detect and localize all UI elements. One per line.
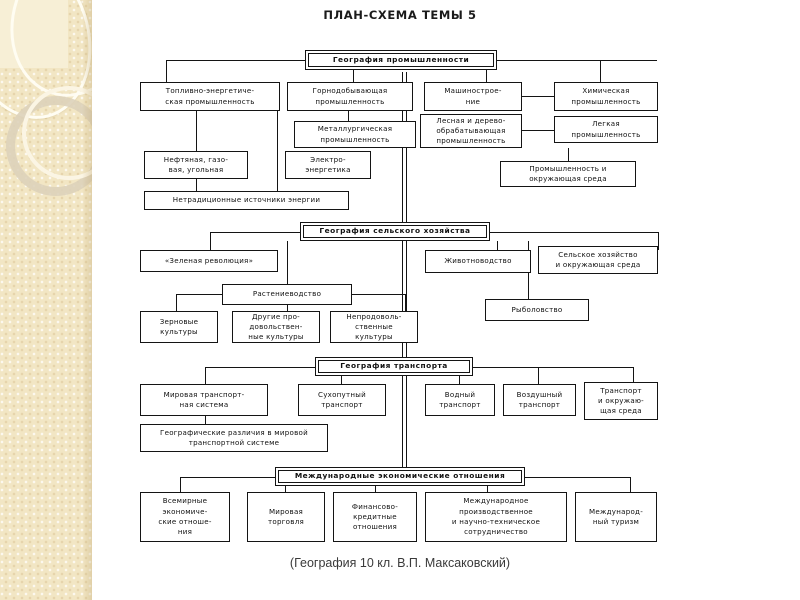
sidebar-edge-shading	[82, 0, 92, 600]
connector	[287, 305, 288, 311]
connector	[459, 376, 460, 384]
connector	[658, 232, 659, 250]
node-world-transport-system[interactable]: Мировая транспорт- ная система	[140, 384, 268, 416]
connector	[348, 111, 349, 121]
connector	[341, 376, 342, 384]
connector	[568, 148, 569, 161]
source-caption: (География 10 кл. В.П. Максаковский)	[289, 556, 511, 570]
connector	[285, 486, 286, 492]
node-industry-header[interactable]: География промышленности	[305, 50, 497, 70]
connector	[405, 294, 406, 311]
main-spine	[402, 72, 407, 468]
connector	[277, 111, 278, 191]
connector	[487, 486, 488, 492]
connector	[375, 486, 376, 492]
connector	[205, 416, 206, 424]
node-land-transport[interactable]: Сухопутный транспорт	[298, 384, 386, 416]
connector	[210, 232, 211, 250]
node-world-trade[interactable]: Мировая торговля	[247, 492, 325, 542]
node-plant-growing[interactable]: Растениеводство	[222, 284, 352, 305]
node-metallurgical-industry[interactable]: Металлургическая промышленность	[294, 121, 416, 148]
node-agriculture-and-environment[interactable]: Сельское хозяйство и окружающая среда	[538, 246, 658, 274]
connector	[352, 294, 405, 295]
node-forest-woodworking-industry[interactable]: Лесная и дерево- обрабатывающая промышле…	[420, 114, 522, 148]
connector	[486, 70, 487, 82]
node-financial-credit-relations[interactable]: Финансово- кредитные отношения	[333, 492, 417, 542]
connector	[166, 60, 305, 61]
node-international-tourism[interactable]: Международ- ный туризм	[575, 492, 657, 542]
node-geographic-differences-transport[interactable]: Географические различия в мировой трансп…	[140, 424, 328, 452]
connector	[210, 232, 300, 233]
node-mining-industry[interactable]: Горнодобывающая промышленность	[287, 82, 413, 111]
node-animal-husbandry[interactable]: Животноводство	[425, 250, 531, 273]
node-transport-and-environment[interactable]: Транспорт и окружаю- щая среда	[584, 382, 658, 420]
connector	[176, 294, 222, 295]
connector	[497, 60, 657, 61]
slide-decorative-sidebar	[0, 0, 92, 600]
node-oil-gas-coal[interactable]: Нефтяная, газо- вая, угольная	[144, 151, 248, 179]
connector	[473, 367, 633, 368]
connector	[525, 477, 630, 478]
connector	[196, 111, 197, 151]
node-non-food-crops[interactable]: Непродоволь- ственные культуры	[330, 311, 418, 343]
node-grain-crops[interactable]: Зерновые культуры	[140, 311, 218, 343]
sidebar-top-block	[0, 0, 68, 68]
page-title: ПЛАН-СХЕМА ТЕМЫ 5	[323, 8, 477, 22]
node-world-economic-relations[interactable]: Всемирные экономиче- ские отноше- ния	[140, 492, 230, 542]
node-other-food-crops[interactable]: Другие про- довольствен- ные культуры	[232, 311, 320, 343]
ring-highlight-icon	[22, 86, 92, 180]
node-green-revolution[interactable]: «Зеленая революция»	[140, 250, 278, 272]
node-economic-relations-header[interactable]: Международные экономические отношения	[275, 467, 525, 486]
connector	[633, 367, 634, 384]
connector	[176, 294, 177, 311]
node-machine-building[interactable]: Машинострое- ние	[424, 82, 522, 111]
connector	[630, 477, 631, 492]
node-light-industry[interactable]: Легкая промышленность	[554, 116, 658, 143]
node-international-production-cooperation[interactable]: Международное производственное и научно-…	[425, 492, 567, 542]
connector	[522, 96, 554, 97]
connector	[538, 367, 539, 384]
node-fishing[interactable]: Рыболовство	[485, 299, 589, 321]
connector	[166, 60, 167, 82]
node-electric-power[interactable]: Электро- энергетика	[285, 151, 371, 179]
node-agriculture-header[interactable]: География сельского хозяйства	[300, 222, 490, 241]
connector	[600, 60, 601, 82]
node-water-transport[interactable]: Водный транспорт	[425, 384, 495, 416]
connector	[180, 477, 181, 492]
connector	[205, 367, 315, 368]
connector	[196, 179, 197, 191]
node-transport-header[interactable]: География транспорта	[315, 357, 473, 376]
connector	[497, 241, 498, 250]
connector	[522, 130, 554, 131]
node-alternative-energy-sources[interactable]: Нетрадиционные источники энергии	[144, 191, 349, 210]
connector	[490, 232, 658, 233]
node-industry-and-environment[interactable]: Промышленность и окружающая среда	[500, 161, 636, 187]
connector	[205, 367, 206, 384]
connector	[180, 477, 275, 478]
node-chemical-industry[interactable]: Химическая промышленность	[554, 82, 658, 111]
connector	[287, 241, 288, 284]
node-fuel-energy-industry[interactable]: Топливно-энергетиче- ская промышленность	[140, 82, 280, 111]
connector	[353, 70, 354, 82]
node-air-transport[interactable]: Воздушный транспорт	[503, 384, 576, 416]
